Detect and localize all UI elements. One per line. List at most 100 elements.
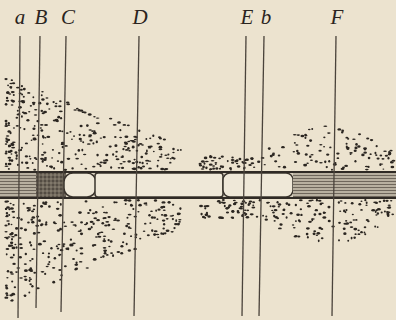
- particle: [80, 229, 82, 232]
- particle: [328, 160, 330, 162]
- particle: [138, 129, 140, 132]
- particle: [367, 166, 369, 168]
- particle: [6, 206, 10, 209]
- particle: [389, 150, 392, 152]
- particle: [355, 233, 357, 235]
- particle: [67, 158, 71, 160]
- particle: [120, 245, 123, 247]
- particle: [31, 221, 34, 224]
- particle: [82, 141, 84, 143]
- particle: [41, 91, 44, 92]
- particle: [10, 132, 12, 135]
- particle: [278, 166, 281, 167]
- particle: [278, 154, 281, 156]
- particle: [248, 202, 251, 204]
- particle: [381, 212, 383, 214]
- particle: [32, 96, 34, 98]
- particle: [170, 215, 174, 217]
- particle: [300, 214, 302, 216]
- particle: [66, 103, 70, 105]
- particle: [41, 98, 44, 101]
- particle: [204, 162, 206, 165]
- particle: [132, 146, 135, 149]
- particle: [388, 212, 391, 214]
- particle: [38, 243, 42, 246]
- particle: [304, 136, 306, 138]
- particle: [116, 158, 120, 160]
- particle: [76, 249, 78, 251]
- particle: [21, 115, 23, 117]
- particle: [133, 136, 136, 138]
- particle: [373, 202, 377, 204]
- particle: [118, 167, 121, 169]
- particle: [163, 223, 165, 225]
- particle: [40, 205, 43, 208]
- particle: [239, 158, 242, 161]
- particle: [24, 294, 27, 296]
- particle: [131, 140, 135, 142]
- particle: [24, 279, 27, 281]
- particle: [293, 134, 297, 136]
- particle: [306, 202, 309, 204]
- particle: [126, 243, 128, 246]
- section-lines: [18, 36, 336, 318]
- particle: [84, 112, 87, 114]
- particle: [274, 160, 277, 162]
- particle: [315, 160, 318, 162]
- particle: [282, 209, 284, 211]
- particle: [218, 158, 221, 160]
- particle: [222, 199, 225, 201]
- particle: [166, 230, 170, 233]
- particle: [109, 118, 112, 120]
- particle: [305, 135, 308, 137]
- particle: [54, 223, 57, 225]
- particle: [79, 261, 83, 263]
- particle: [79, 247, 83, 249]
- particle: [157, 237, 159, 239]
- particle: [163, 214, 167, 217]
- particle: [66, 132, 69, 134]
- particle: [204, 205, 208, 207]
- particle: [172, 152, 174, 154]
- particle: [202, 166, 205, 169]
- particle: [50, 166, 52, 169]
- particle: [346, 148, 349, 150]
- particle: [128, 226, 130, 229]
- particle: [256, 216, 258, 218]
- particle: [337, 157, 340, 159]
- particle: [146, 163, 148, 165]
- particle: [226, 211, 229, 213]
- section-letter: B: [35, 7, 48, 28]
- particle: [231, 157, 233, 159]
- particle: [30, 219, 33, 221]
- particle: [364, 199, 366, 201]
- particle: [80, 163, 82, 165]
- particle: [352, 138, 356, 140]
- particle: [114, 136, 117, 138]
- particle: [125, 149, 129, 151]
- particle: [132, 168, 136, 170]
- particle: [160, 168, 164, 170]
- particle: [357, 230, 359, 232]
- particle: [309, 155, 311, 157]
- particle: [24, 295, 26, 297]
- particle: [369, 153, 371, 155]
- particle: [220, 216, 223, 219]
- particle: [6, 100, 9, 102]
- particle: [93, 132, 97, 135]
- particle: [10, 257, 14, 259]
- particle: [244, 209, 247, 210]
- particle: [162, 220, 166, 222]
- particle: [173, 227, 175, 229]
- particle: [354, 150, 357, 153]
- particle: [57, 116, 60, 119]
- particle: [33, 205, 36, 207]
- particle: [115, 155, 117, 157]
- particle: [76, 261, 78, 263]
- particle: [387, 157, 389, 160]
- particle: [22, 111, 25, 113]
- particle: [78, 211, 82, 214]
- particle: [29, 283, 31, 285]
- particle: [178, 213, 180, 215]
- particle: [292, 224, 295, 225]
